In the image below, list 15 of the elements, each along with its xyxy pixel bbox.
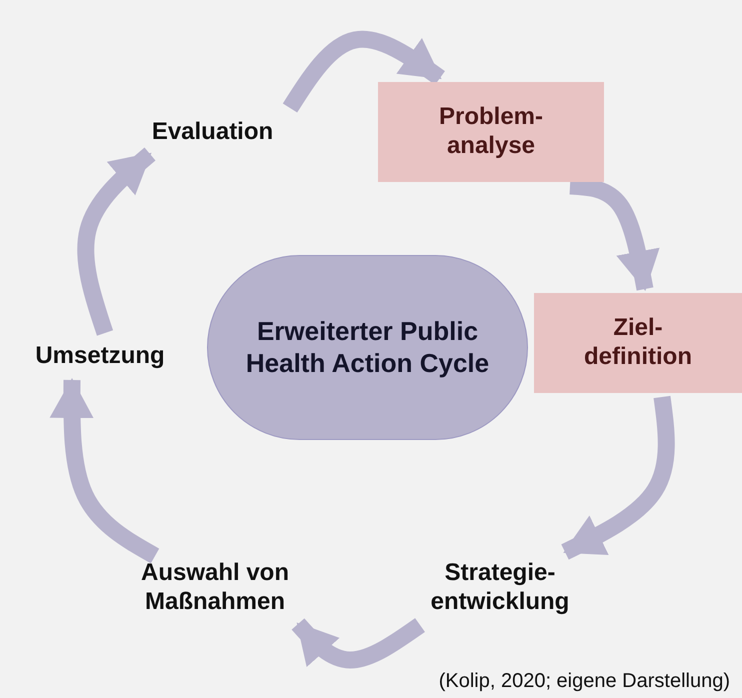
step-label: Problem- analyse — [438, 103, 544, 161]
center-title: Erweiterter Public Health Action Cycle — [244, 316, 490, 379]
step-label: Umsetzung — [35, 342, 165, 370]
step-label: Ziel- definition — [583, 314, 693, 372]
source-caption: (Kolip, 2020; eigene Darstellung) — [438, 670, 730, 693]
process-box — [378, 82, 604, 182]
curved-arrow — [77, 148, 156, 336]
curved-arrow — [561, 396, 675, 560]
curved-arrow — [292, 618, 425, 668]
step-label: Strategie- entwicklung — [430, 559, 570, 617]
curved-arrow — [282, 30, 445, 113]
curved-arrow — [50, 378, 160, 564]
step-label: Evaluation — [152, 118, 274, 146]
step-label: Auswahl von Maßnahmen — [140, 559, 290, 617]
process-box — [534, 293, 742, 393]
